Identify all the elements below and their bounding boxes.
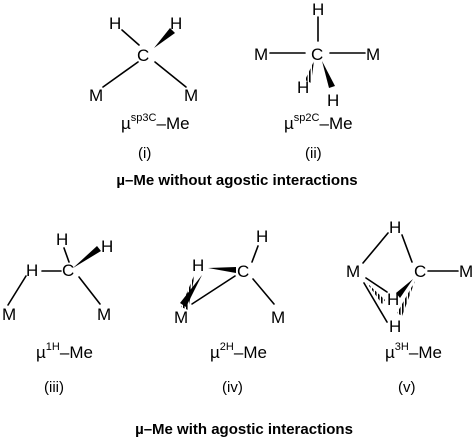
- atom-m-right: M: [271, 308, 285, 327]
- atom-c: C: [237, 262, 249, 281]
- agostic-bond-m-h-bottom: [363, 282, 388, 323]
- atom-m-left: M: [346, 262, 360, 281]
- bond-c-m-right: [154, 61, 187, 88]
- atom-h-bottom: H: [327, 91, 339, 110]
- bond-h-m-left: [7, 275, 27, 306]
- atom-m-left: M: [2, 305, 16, 324]
- wedge-bond-c-h-right: [154, 28, 175, 48]
- wedge-bond-c-h-mid: [396, 279, 413, 298]
- bond-c-m-right: [78, 276, 101, 305]
- atom-m-left: M: [89, 86, 103, 105]
- wedge-agostic-bond-h-m: [180, 275, 202, 307]
- hashed-agostic-bond-m-h-mid: [367, 283, 385, 304]
- wedge-bond-c-h-left: [208, 267, 236, 273]
- structure-label: µsp3C–Me: [121, 112, 190, 133]
- atom-m-right: M: [459, 262, 473, 281]
- atom-h-mid: H: [387, 290, 399, 309]
- structure-v: H M C M H H µ3H–Me (v): [346, 218, 473, 396]
- atom-m-right: M: [366, 45, 380, 64]
- label-suffix: –Me: [409, 343, 442, 362]
- agostic-bond-h-top-m: [362, 232, 389, 264]
- atom-c: C: [414, 262, 426, 281]
- label-suffix: –Me: [319, 114, 352, 133]
- bond-c-h-up: [251, 245, 259, 263]
- atom-c: C: [137, 46, 149, 65]
- label-suffix: –Me: [156, 114, 189, 133]
- structure-number: (v): [398, 379, 416, 396]
- atom-h-top: H: [312, 0, 324, 19]
- atom-h-right: H: [101, 237, 113, 256]
- atom-h-up: H: [256, 227, 268, 246]
- bond-c-m-left: [102, 61, 139, 88]
- atom-m-right: M: [184, 86, 198, 105]
- label-superscript: sp2C: [294, 112, 320, 124]
- label-superscript: 1H: [46, 341, 60, 353]
- structure-label: µ3H–Me: [385, 341, 442, 362]
- atom-h-left: H: [109, 14, 121, 33]
- mu-symbol: µ: [284, 114, 294, 133]
- mu-symbol: µ: [121, 114, 131, 133]
- structure-number: (iv): [222, 379, 243, 396]
- hashed-bond-c-h-mid: [305, 61, 314, 83]
- bond-c-m-left: [191, 275, 236, 305]
- structure-label: µ2H–Me: [210, 341, 267, 362]
- atom-h-left: H: [26, 261, 38, 280]
- atom-m-right: M: [97, 305, 111, 324]
- bond-c-h-top: [401, 234, 413, 263]
- bond-c-h-left: [121, 29, 140, 46]
- wedge-bond-c-h-right: [73, 246, 101, 268]
- atom-h-top: H: [389, 218, 401, 237]
- structure-label: µsp2C–Me: [284, 112, 353, 133]
- structure-number: (iii): [44, 379, 64, 396]
- atom-c: C: [311, 45, 323, 64]
- label-suffix: –Me: [60, 343, 93, 362]
- mu-symbol: µ: [385, 343, 395, 362]
- hashed-bond-c-h-bottom: [397, 281, 415, 316]
- caption-with-agostic: µ–Me with agostic interactions: [135, 421, 353, 438]
- caption-without-agostic: µ–Me without agostic interactions: [116, 172, 357, 189]
- structure-i: H H C M M µsp3C–Me (i): [89, 14, 198, 162]
- atom-h-up: H: [56, 230, 68, 249]
- structure-number: (ii): [305, 145, 322, 162]
- bond-c-h-up: [63, 247, 70, 263]
- mu-symbol: µ: [210, 343, 220, 362]
- label-superscript: 3H: [395, 341, 409, 353]
- atom-h-left: H: [192, 256, 204, 275]
- structure-number: (i): [138, 145, 151, 162]
- mu-symbol: µ: [36, 343, 46, 362]
- wedge-bond-c-h-bottom: [322, 61, 335, 88]
- atom-h-bottom: H: [389, 317, 401, 336]
- structure-iv: H H C M M µ2H–Me (iv): [174, 227, 285, 396]
- atom-m-left: M: [254, 45, 268, 64]
- structure-ii: H M C M H H µsp2C–Me (ii): [254, 0, 380, 162]
- atom-m-left: M: [174, 308, 188, 327]
- label-suffix: –Me: [234, 343, 267, 362]
- structure-label: µ1H–Me: [36, 341, 93, 362]
- structure-iii: H H H C M M µ1H–Me (iii): [2, 230, 113, 396]
- atom-c: C: [62, 261, 74, 280]
- agostic-bond-m-h-mid-a: [365, 277, 388, 293]
- atom-h-right: H: [170, 14, 182, 33]
- label-superscript: 2H: [220, 341, 234, 353]
- atom-h-mid: H: [297, 78, 309, 97]
- bond-c-m-right: [252, 278, 275, 305]
- label-superscript: sp3C: [131, 112, 157, 124]
